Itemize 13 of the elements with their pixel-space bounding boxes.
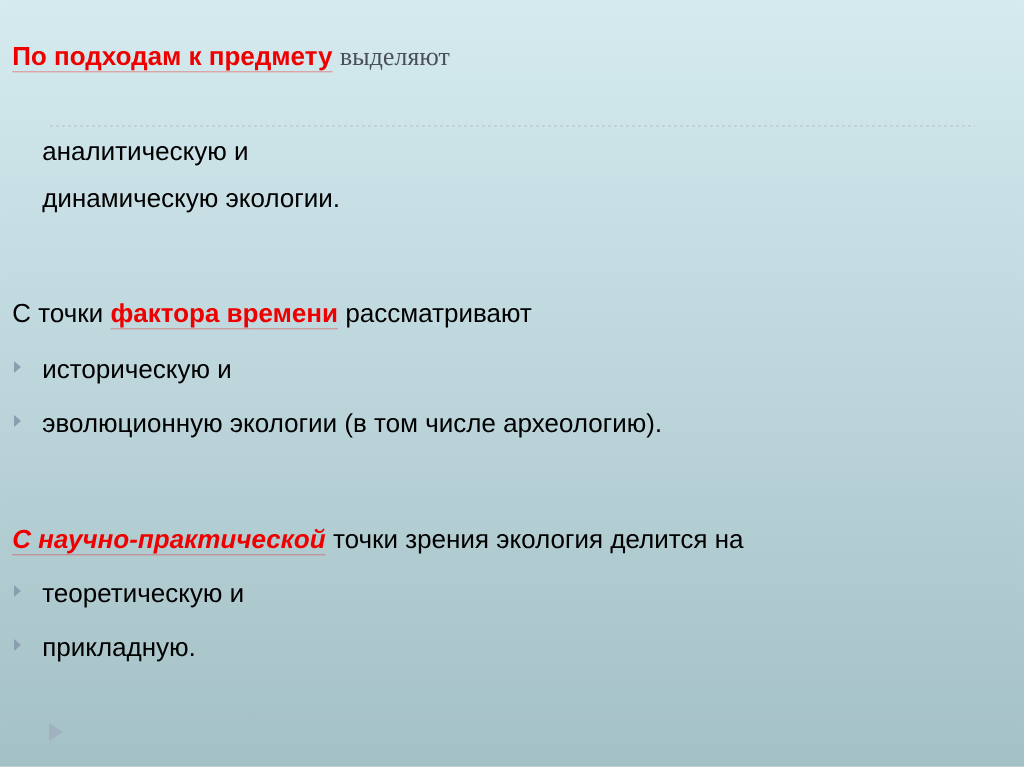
highlighted-text: фактора времени [110, 303, 339, 329]
bullet-text: историческую и [44, 364, 230, 384]
bullet-text: эволюционную экологии (в том числе археологию). [42, 413, 660, 438]
body-text: рассматривают [347, 308, 532, 328]
highlighted-text: С научно-практической [12, 528, 326, 555]
heading-text: выделяют [340, 52, 450, 71]
heading-text: По подходам к предмету [12, 47, 333, 72]
bullet-text: теоретическую и [42, 588, 243, 608]
bullet-text: прикладную. [44, 642, 194, 662]
body-text: динамическую экологии. [42, 193, 338, 213]
body-text: аналитическую и [43, 146, 247, 166]
body-text: точки зрения экология делится на [333, 534, 744, 554]
body-text: С точки [13, 303, 102, 323]
